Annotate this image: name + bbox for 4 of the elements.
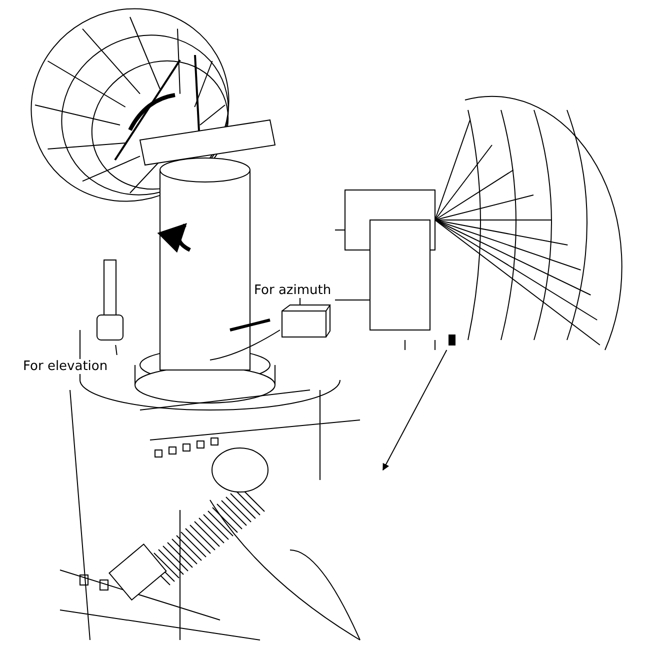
part-label: For elevation xyxy=(22,359,109,374)
leader-line xyxy=(115,344,118,356)
part-label: For azimuth xyxy=(253,283,332,298)
arrow xyxy=(382,350,448,471)
